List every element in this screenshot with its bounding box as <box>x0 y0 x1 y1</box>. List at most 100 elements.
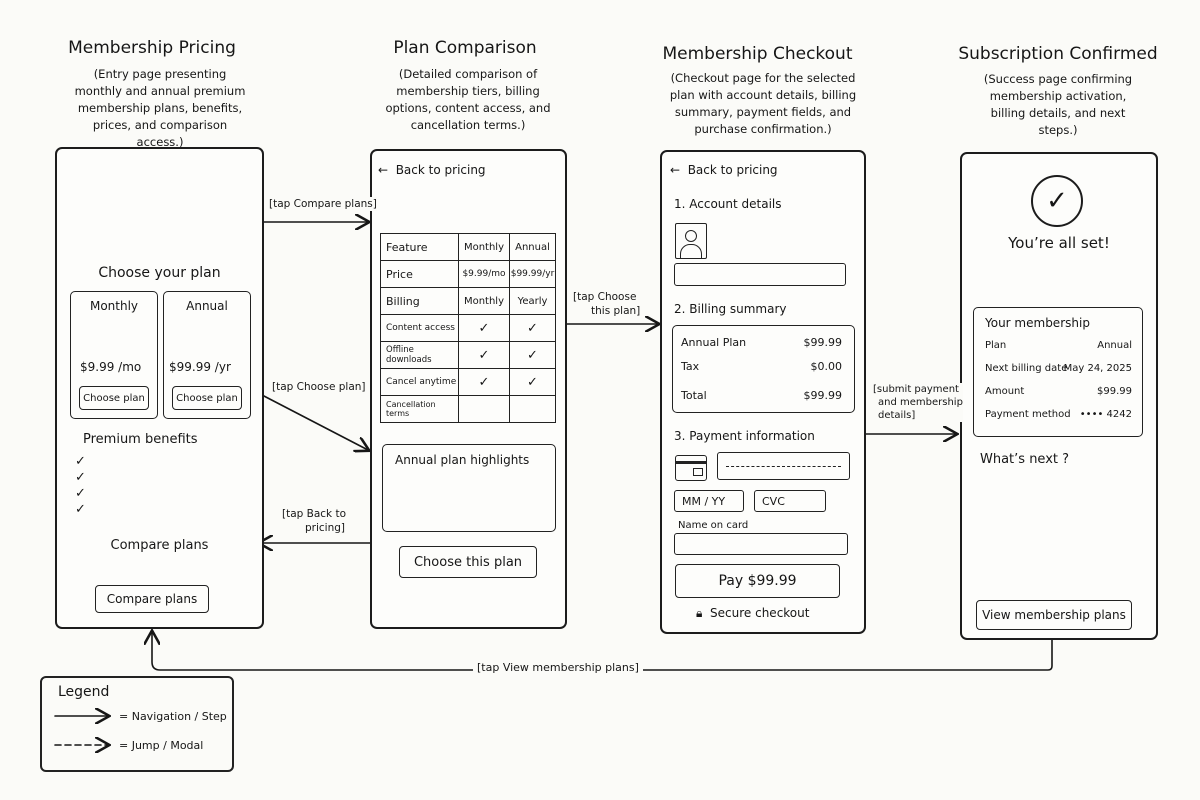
checkout-screen: ← Back to pricing 1. Account details 2. … <box>660 150 866 634</box>
table-header-cell: Monthly <box>458 233 510 261</box>
table-cell: Billing <box>380 287 459 315</box>
table-cell: Offline downloads <box>380 341 459 369</box>
label-line: pricing] <box>305 522 346 534</box>
detail-label: Next billing date <box>985 363 1068 374</box>
table-row: Content access ✓ ✓ <box>380 314 556 342</box>
plan-name: Monthly <box>89 299 139 313</box>
detail-label: Amount <box>985 386 1025 397</box>
account-email-field[interactable] <box>674 263 846 286</box>
label-line: [tap Back to <box>282 508 347 520</box>
billing-row-label: Tax <box>681 360 700 373</box>
name-on-card-label: Name on card <box>678 520 749 531</box>
arrow-choose-plan <box>261 394 368 450</box>
confirmed-screen: ✓ You’re all set! Your membership Plan A… <box>960 152 1158 640</box>
name-on-card-field[interactable] <box>674 533 848 555</box>
transition-choose-this-label: [tap Choose this plan] <box>573 290 641 318</box>
table-cell: Yearly <box>509 287 556 315</box>
secure-label: Secure checkout <box>710 606 810 620</box>
label-line: [submit payment <box>873 384 959 395</box>
table-cell <box>458 395 510 423</box>
check-icon: ✓ <box>509 341 556 369</box>
card-number-field[interactable] <box>717 452 850 480</box>
expiry-field[interactable]: MM / YY <box>674 490 744 512</box>
table-cell: Price <box>380 260 459 288</box>
transition-choose-plan-label: [tap Choose plan] <box>272 380 366 394</box>
label-line: details] <box>878 410 916 421</box>
total-value: $99.99 <box>803 389 843 402</box>
success-check-icon: ✓ <box>1031 175 1083 227</box>
back-to-pricing-link[interactable]: ← Back to pricing <box>670 163 778 177</box>
credit-card-icon <box>675 455 707 481</box>
billing-heading: 2. Billing summary <box>674 302 787 316</box>
table-cell: Content access <box>380 314 459 342</box>
lock-icon: 🔒︎ <box>696 606 703 620</box>
arrow-left-icon: ← <box>378 163 389 177</box>
label-line: [tap Choose <box>573 291 637 303</box>
choose-plan-heading: Choose your plan <box>98 265 221 281</box>
plan-price: $99.99 /yr <box>169 360 231 374</box>
choose-this-plan-button[interactable]: Choose this plan <box>399 546 537 578</box>
check-icon: ✓ <box>458 341 510 369</box>
billing-row-value: $99.99 <box>803 336 843 349</box>
all-set-heading: You’re all set! <box>1008 234 1110 252</box>
detail-value: •••• 4242 <box>1079 409 1132 420</box>
avatar-icon <box>675 223 707 259</box>
check-icon: ✓ <box>509 368 556 396</box>
cvc-field[interactable]: CVC <box>754 490 826 512</box>
confirmed-description: (Success page confirming membership acti… <box>983 72 1133 137</box>
table-cell: Monthly <box>458 287 510 315</box>
legend: Legend = Navigation / Step = Jump / Moda… <box>40 676 234 772</box>
table-row: Offline downloads ✓ ✓ <box>380 341 556 369</box>
table-cell: $9.99/mo <box>458 260 510 288</box>
label-line: and membership <box>878 397 963 408</box>
plan-card-monthly[interactable]: Monthly $9.99 /mo Choose plan <box>70 291 158 419</box>
transition-back-label: [tap Back to pricing] <box>282 507 347 535</box>
confirmed-title: Subscription Confirmed <box>958 44 1158 64</box>
transition-view-plans-label: [tap View membership plans] <box>473 661 643 675</box>
table-cell: $99.99/yr <box>509 260 556 288</box>
label-line: this plan] <box>591 305 641 317</box>
check-icon: ✓ <box>509 314 556 342</box>
comparison-description: (Detailed comparison of membership tiers… <box>385 67 551 132</box>
compare-heading: Compare plans <box>110 538 209 553</box>
legend-dashed-label: = Jump / Modal <box>119 739 204 752</box>
membership-details-card: Your membership Plan Annual Next billing… <box>973 307 1143 437</box>
table-row: Price $9.99/mo $99.99/yr <box>380 260 556 288</box>
table-header-cell: Annual <box>509 233 556 261</box>
payment-heading: 3. Payment information <box>674 429 815 443</box>
choose-plan-button[interactable]: Choose plan <box>172 386 242 410</box>
table-row: Cancel anytime ✓ ✓ <box>380 368 556 396</box>
choose-plan-button[interactable]: Choose plan <box>79 386 149 410</box>
back-label: Back to pricing <box>395 163 486 177</box>
table-row: Billing Monthly Yearly <box>380 287 556 315</box>
back-to-pricing-link[interactable]: ← Back to pricing <box>378 163 486 177</box>
plan-card-annual[interactable]: Annual $99.99 /yr Choose plan <box>163 291 251 419</box>
billing-row-label: Annual Plan <box>681 336 747 349</box>
whats-next-heading: What’s next ? <box>980 452 1070 467</box>
detail-label: Payment method <box>985 409 1071 420</box>
comparison-table: Feature Monthly Annual Price $9.99/mo $9… <box>380 233 556 423</box>
table-cell <box>509 395 556 423</box>
back-label: Back to pricing <box>687 163 778 177</box>
pricing-screen: Choose your plan Monthly $9.99 /mo Choos… <box>55 147 264 629</box>
benefit-check-icons: ✓✓✓✓ <box>75 454 86 517</box>
table-row: Cancellation terms <box>380 395 556 423</box>
pricing-title: Membership Pricing <box>68 38 236 58</box>
billing-summary-box: Annual Plan $99.99 Tax $0.00 Total $99.9… <box>672 325 855 413</box>
transition-submit-label: [submit payment and membership details] <box>873 383 963 422</box>
pay-button[interactable]: Pay $99.99 <box>675 564 840 598</box>
checkout-title: Membership Checkout <box>662 44 853 64</box>
highlights-heading: Annual plan highlights <box>395 453 530 467</box>
secure-checkout: 🔒︎ Secure checkout <box>696 606 809 621</box>
annual-highlights-card: Annual plan highlights <box>382 444 556 532</box>
table-cell: Cancellation terms <box>380 395 459 423</box>
transition-compare-label: [tap Compare plans] <box>269 197 377 211</box>
account-heading: 1. Account details <box>674 197 782 211</box>
membership-heading: Your membership <box>985 316 1090 330</box>
check-icon: ✓ <box>458 314 510 342</box>
compare-plans-button[interactable]: Compare plans <box>95 585 209 613</box>
legend-solid-label: = Navigation / Step <box>119 710 227 723</box>
arrow-left-icon: ← <box>670 163 681 177</box>
detail-value: Annual <box>1097 340 1132 351</box>
view-membership-plans-button[interactable]: View membership plans <box>976 600 1132 630</box>
